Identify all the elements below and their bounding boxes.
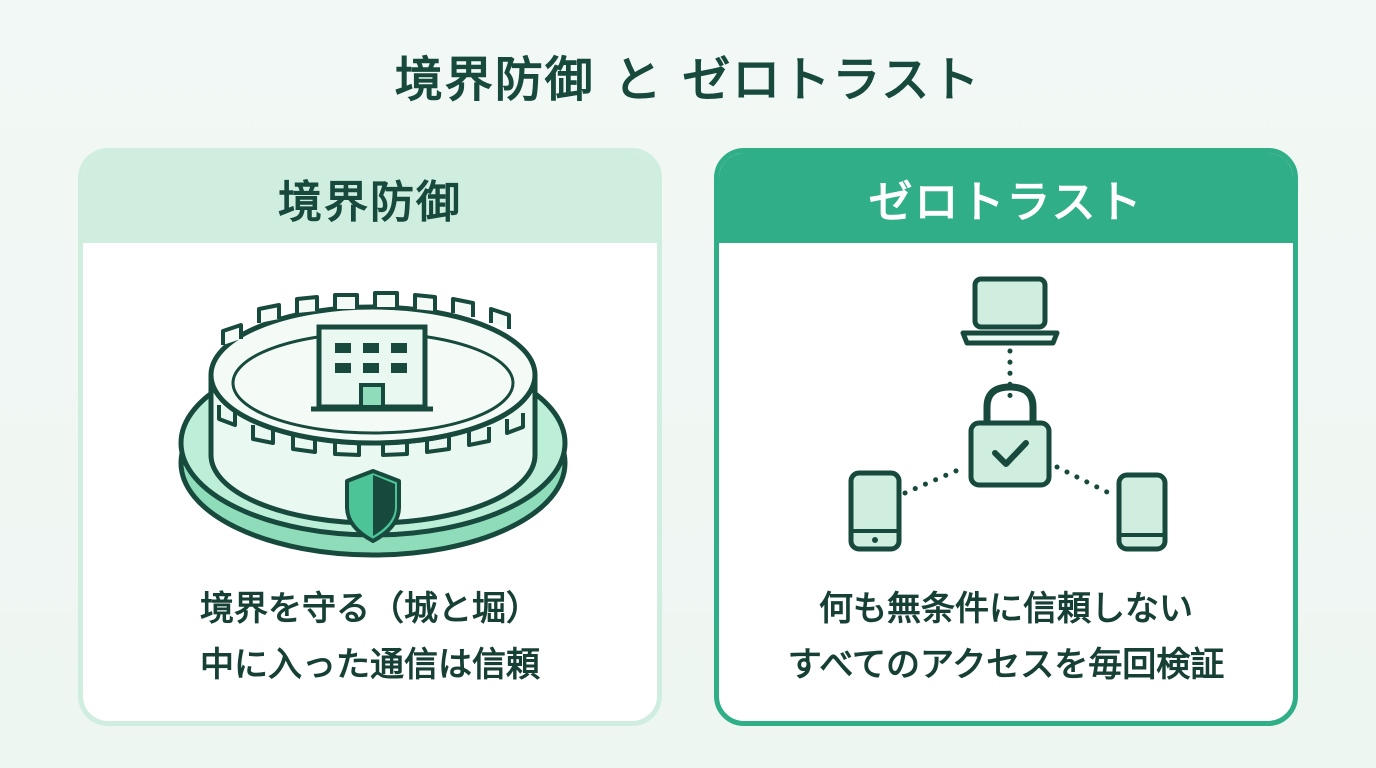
zero-trust-heading: ゼロトラスト [719,153,1293,243]
shield-icon [345,469,401,543]
tablet-icon [1116,472,1168,552]
building-icon [311,324,433,412]
caption-line: 境界を守る（城と堀） [200,589,540,629]
zero-trust-caption: 何も無条件に信頼しない すべてのアクセスを毎回検証 [719,581,1293,693]
smartphone-icon [848,470,902,552]
caption-line: 何も無条件に信頼しない [819,589,1193,629]
connector-lines [902,348,1116,498]
caption-line: 中に入った通信は信頼 [200,645,540,685]
castle-wall-icon [208,291,538,526]
perimeter-defense-caption: 境界を守る（城と堀） 中に入った通信は信頼 [83,581,657,693]
caption-line: すべてのアクセスを毎回検証 [787,645,1225,685]
page-title: 境界防御 と ゼロトラスト [394,52,982,108]
zero-trust-illustration [719,243,1293,573]
perimeter-defense-card: 境界防御 [78,148,662,726]
laptop-icon [960,276,1060,346]
castle-illustration [83,243,657,573]
perimeter-defense-heading: 境界防御 [83,153,657,243]
zero-trust-card: ゼロトラスト [714,148,1298,726]
lock-check-icon [968,383,1052,488]
